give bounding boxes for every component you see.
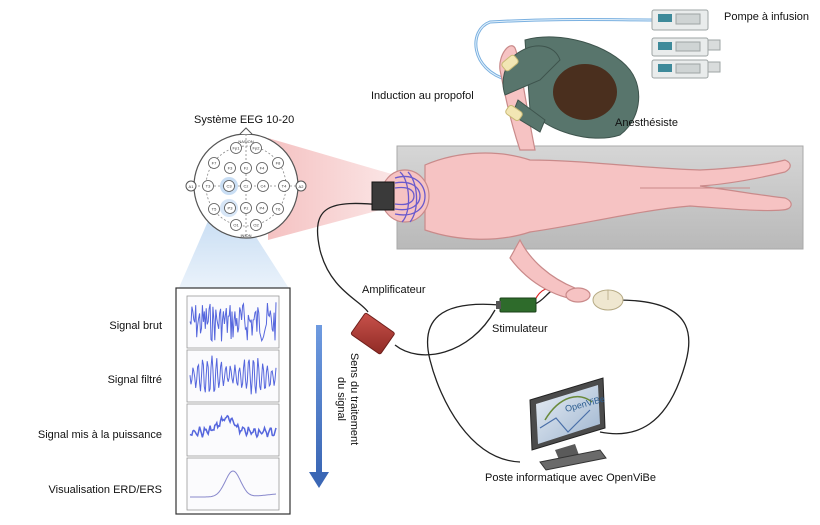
- electrode-label-f8: F8: [276, 161, 281, 166]
- direction-label: Sens du traitement du signal: [334, 344, 360, 454]
- stimulator: [499, 297, 537, 313]
- electrode-label-p4: P4: [260, 206, 266, 211]
- erd-ers-trace: [190, 470, 277, 498]
- electrode-label-o1: O1: [233, 223, 239, 228]
- electrode-label-t5: T5: [212, 207, 217, 212]
- electrode-cz: [240, 180, 252, 192]
- amplifier-label: Amplificateur: [362, 284, 426, 296]
- mouse: [592, 289, 624, 311]
- electrode-p3: [224, 202, 236, 214]
- electrode-label-t3: T3: [206, 184, 211, 189]
- electrode-label-c3: C3: [226, 184, 232, 189]
- signal-boxes: [186, 295, 280, 511]
- anesthetist: [501, 36, 640, 139]
- computer-label: Poste informatique avec OpenViBe: [485, 472, 657, 484]
- eeg-system-label: Système EEG 10-20: [194, 114, 295, 126]
- electrode-pz: [240, 202, 252, 214]
- eeg-connector: [371, 181, 395, 211]
- signal-label-raw: Signal brut: [109, 320, 162, 332]
- cables: [316, 202, 690, 463]
- electrode-fp2: [250, 142, 262, 154]
- electrode-label-t6: T6: [276, 207, 281, 212]
- power-signal-trace: [189, 414, 277, 439]
- direction-label-line1: Sens du traitement: [348, 352, 360, 446]
- electrode-t6: [272, 203, 284, 215]
- signal-label-filtered: Signal filtré: [107, 374, 162, 386]
- amplifier: [350, 312, 395, 355]
- signal-label-erd: Visualisation ERD/ERS: [48, 484, 162, 496]
- electrode-label-c4: C4: [260, 184, 266, 189]
- stimulator-label: Stimulateur: [492, 323, 548, 335]
- electrode-f4: [256, 162, 268, 174]
- a2-label: A2: [299, 184, 305, 189]
- pump-label: Pompe à infusion: [724, 11, 809, 23]
- electrode-f7: [208, 157, 220, 169]
- nasion-label: NASION: [238, 139, 253, 144]
- inion-label: INION: [240, 233, 251, 238]
- electrode-t3: [202, 180, 214, 192]
- electrode-f3: [224, 162, 236, 174]
- electrode-label-cz: Cz: [244, 184, 249, 189]
- electrode-label-t4: T4: [282, 184, 287, 189]
- processing-direction-arrow: [309, 325, 329, 488]
- filtered-signal-trace: [189, 355, 277, 395]
- electrode-fz: [240, 162, 252, 174]
- infusion-pumps: [651, 9, 721, 79]
- electrode-label-f3: F3: [228, 166, 233, 171]
- signal-zoom-cone: [178, 205, 290, 290]
- electrode-o2: [250, 219, 262, 231]
- electrode-fp1: [230, 142, 242, 154]
- electrode-f8: [272, 157, 284, 169]
- zoom-cone: [268, 138, 395, 240]
- electrode-o1: [230, 219, 242, 231]
- electrode-c4: [257, 180, 269, 192]
- a1-label: A1: [189, 184, 195, 189]
- electrode-label-f7: F7: [212, 161, 217, 166]
- electrode-label-fz: Fz: [244, 166, 248, 171]
- electrode-label-pz: Pz: [244, 206, 249, 211]
- electrode-t5: [208, 203, 220, 215]
- electrode-c3: [223, 180, 235, 192]
- raw-signal-trace: [189, 302, 277, 343]
- anesthetist-label: Anesthésiste: [615, 117, 678, 129]
- computer: OpenViBe: [529, 377, 607, 471]
- electrode-label-f4: F4: [260, 166, 265, 171]
- electrode-label-fp1: Fp1: [233, 146, 241, 151]
- electrode-label-p3: P3: [228, 206, 234, 211]
- electrode-p4: [256, 202, 268, 214]
- eeg-cap: [394, 171, 426, 223]
- signal-label-power: Signal mis à la puissance: [37, 429, 162, 441]
- electrode-t4: [278, 180, 290, 192]
- direction-label-line2: du signal: [335, 376, 347, 422]
- propofol-label: Induction au propofol: [371, 90, 474, 102]
- electrode-label-o2: O2: [253, 223, 259, 228]
- electrode-label-fp2: Fp2: [253, 146, 261, 151]
